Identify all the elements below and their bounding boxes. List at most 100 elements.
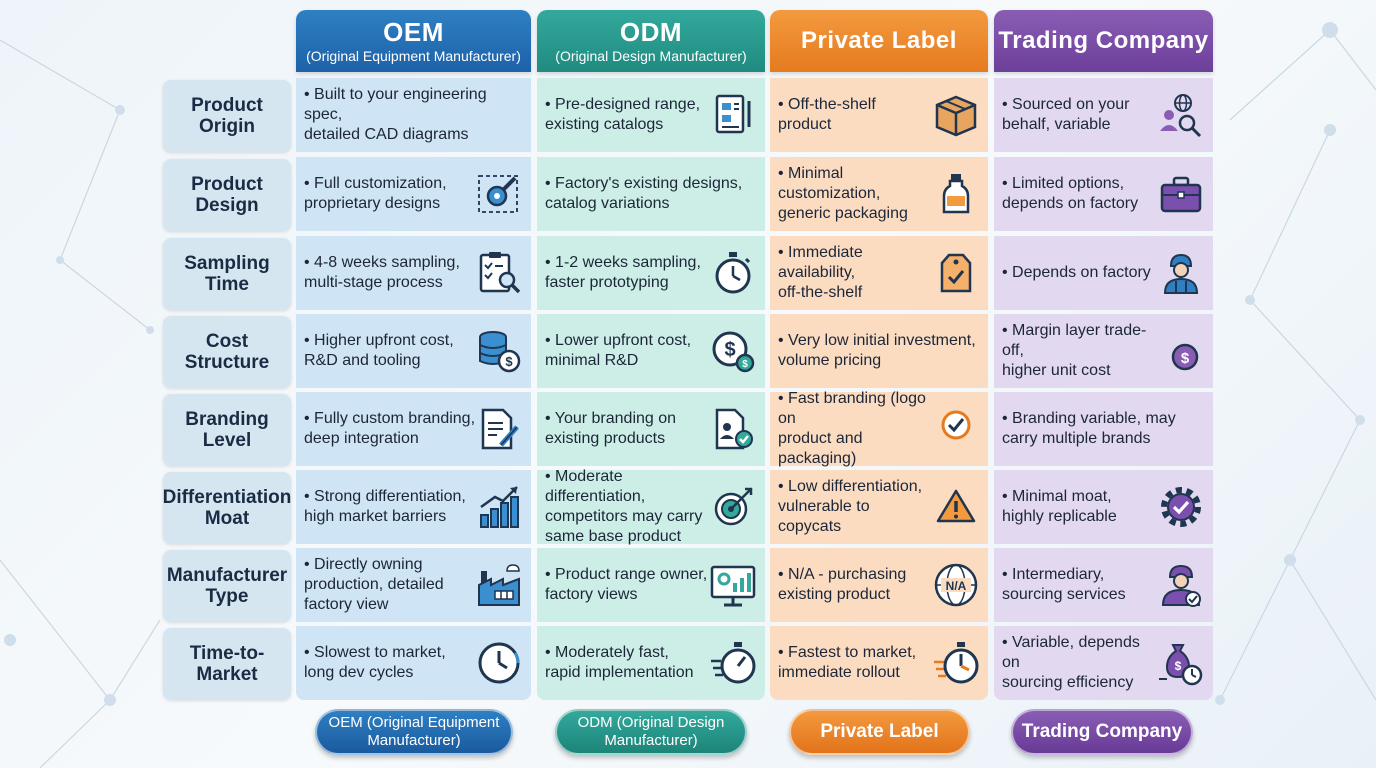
cell-oem-cost-structure: • Higher upfront cost,R&D and tooling $	[296, 314, 531, 388]
cell-text: • Off-the-shelf	[778, 96, 876, 113]
cell-text: • Immediate availability,	[778, 244, 863, 281]
agent-icon	[1161, 564, 1201, 607]
svg-text:$: $	[724, 339, 735, 361]
svg-text:N/A: N/A	[946, 579, 967, 593]
globe-na-icon: N/A	[934, 563, 978, 607]
cell-private-label-sampling-time: • Immediate availability, off-the-shelf	[770, 236, 988, 310]
cell-odm-cost-structure: • Lower upfront cost,minimal R&D $$	[537, 314, 765, 388]
cell-text: production, detailed	[304, 576, 444, 593]
row-label-line: Type	[205, 586, 249, 607]
cell-oem-sampling-time: • 4-8 weeks sampling,multi-stage process	[296, 236, 531, 310]
gear-check-icon	[1161, 487, 1201, 527]
cell-text: • 4-8 weeks sampling,	[304, 254, 460, 271]
cell-text: minimal R&D	[545, 352, 639, 369]
cell-text: sourcing efficiency	[1002, 674, 1134, 691]
svg-text:$: $	[1175, 659, 1182, 673]
pill-text: ODM (Original Design	[577, 714, 725, 731]
cell-odm-product-design: • Factory's existing designs, catalog var…	[537, 157, 765, 231]
cell-private-label-product-design: • Minimal customization,generic packagin…	[770, 157, 988, 231]
cell-text: • Full customization,	[304, 175, 447, 192]
svg-text:$: $	[742, 359, 748, 370]
cell-text: • Variable, depends on	[1002, 634, 1140, 671]
row-label-line: Product	[191, 95, 263, 116]
monitor-dashboard-icon	[710, 565, 756, 607]
coin-stack-icon: $	[479, 331, 521, 373]
cell-text: proprietary designs	[304, 195, 441, 212]
cell-oem-branding-level: • Fully custom branding,deep integration	[296, 392, 531, 466]
cell-text: vulnerable to copycats	[778, 498, 870, 535]
cell-text: rapid implementation	[545, 664, 694, 681]
row-label-line: Moat	[204, 508, 250, 529]
column-title: OEM	[383, 17, 444, 47]
cell-text: • Very low initial investment,	[778, 332, 976, 349]
cell-trading-company-product-design: • Limited options,depends on factory	[994, 157, 1213, 231]
cell-text: • Fastest to market,	[778, 644, 917, 661]
pill-text: Private Label	[820, 721, 939, 742]
cell-text: generic packaging	[778, 205, 908, 222]
dollar-coin-icon: $	[1171, 343, 1199, 371]
cell-text: • Sourced on your	[1002, 96, 1130, 113]
row-label-line: Differentiation	[162, 487, 292, 508]
cell-text: volume pricing	[778, 352, 882, 369]
pill-text: Manufacturer)	[604, 732, 698, 749]
cell-text: • Built to your engineering spec,	[304, 86, 487, 123]
footer-pill-private-label: Private Label	[789, 709, 970, 755]
cell-text: deep integration	[304, 430, 419, 447]
cell-oem-time-to-market: • Slowest to market,long dev cycles	[296, 626, 531, 700]
cell-text: catalog variations	[545, 195, 670, 212]
catalog-document-icon	[715, 94, 751, 134]
target-icon	[714, 487, 753, 526]
svg-text:$: $	[1181, 350, 1190, 367]
row-label-line: Origin	[199, 116, 255, 137]
cell-trading-company-cost-structure: • Margin layer trade-off,higher unit cos…	[994, 314, 1213, 388]
factory-icon	[478, 564, 520, 606]
cell-text: detailed CAD diagrams	[304, 126, 469, 143]
cell-text: carry multiple brands	[1002, 430, 1151, 447]
cell-text: behalf, variable	[1002, 116, 1111, 133]
cell-text: • Factory's existing designs,	[545, 175, 743, 192]
cell-text: • Branding variable, may	[1002, 410, 1176, 427]
column-header-private-label: Private Label	[770, 10, 988, 72]
row-label-line: Branding	[185, 409, 269, 430]
cell-trading-company-time-to-market: • Variable, depends on sourcing efficienc…	[994, 626, 1213, 700]
cell-text: factory view	[304, 596, 389, 613]
cell-oem-differentiation-moat: • Strong differentiation,high market bar…	[296, 470, 531, 544]
cell-private-label-differentiation-moat: • Low differentiation,vulnerable to copy…	[770, 470, 988, 544]
cell-text: off-the-shelf	[778, 284, 863, 301]
row-label-line: Structure	[184, 352, 270, 373]
cell-text: • Product range owner,	[545, 566, 708, 583]
cell-text: existing products	[545, 430, 666, 447]
row-label-line: Level	[202, 430, 252, 451]
row-label-line: Time-to-	[189, 643, 265, 664]
column-title: Trading Company	[998, 27, 1209, 54]
cell-text: • Intermediary,	[1002, 566, 1105, 583]
cell-text: product and packaging)	[778, 430, 863, 467]
cell-text: factory views	[545, 586, 638, 603]
footer-pill-trading-company: Trading Company	[1011, 709, 1193, 755]
cell-odm-differentiation-moat: • Moderate differentiation,competitors m…	[537, 468, 765, 545]
money-bag-clock-icon: $	[1159, 644, 1203, 686]
cell-trading-company-manufacturer-type: • Intermediary,sourcing services	[994, 548, 1213, 622]
clock-icon	[478, 642, 520, 684]
cell-text: high market barriers	[304, 508, 447, 525]
cell-text: same base product	[545, 528, 682, 545]
cell-text: • Margin layer trade-off,	[1002, 322, 1147, 359]
cell-odm-time-to-market: • Moderately fast,rapid implementation	[537, 626, 765, 700]
bottle-icon	[942, 174, 970, 214]
cell-text: • Your branding on	[545, 410, 677, 427]
column-header-oem: OEM (Original Equipment Manufacturer)	[296, 10, 531, 72]
briefcase-icon	[1160, 176, 1202, 213]
cell-oem-product-design: • Full customization, proprietary designs	[296, 157, 531, 231]
cell-trading-company-sampling-time: • Depends on factory	[994, 236, 1213, 310]
document-pen-icon	[481, 408, 519, 450]
bar-chart-growth-icon	[480, 486, 519, 528]
